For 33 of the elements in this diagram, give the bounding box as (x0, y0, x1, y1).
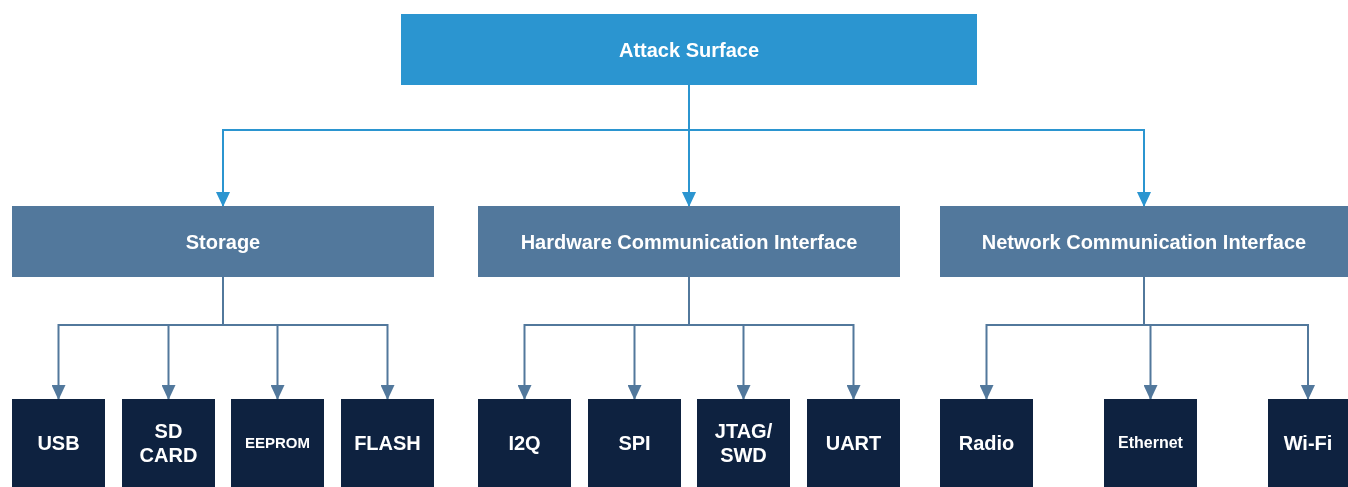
arrow (688, 276, 861, 400)
arrow (222, 276, 395, 400)
item-box (478, 399, 571, 487)
node-label: Wi-Fi (1283, 431, 1333, 455)
node-label: Attack Surface (618, 37, 760, 62)
node-label: FLASH (354, 431, 421, 455)
category-box (12, 206, 434, 277)
item-box (12, 399, 105, 487)
node-label: EEPROM (245, 434, 310, 452)
node-label: USB (37, 431, 80, 455)
root-box (401, 14, 977, 85)
category-box (478, 206, 900, 277)
node-label: UART (825, 431, 882, 455)
item-box (940, 399, 1033, 487)
node-label: Ethernet (1118, 433, 1183, 453)
node-label: Network Communication Interface (981, 229, 1307, 254)
item-box (807, 399, 900, 487)
item-box (697, 399, 790, 487)
node-label: Hardware Communication Interface (520, 229, 858, 254)
item-box (1104, 399, 1197, 487)
node-label: SD CARD (138, 419, 199, 467)
node-label: SPI (618, 431, 651, 455)
node-label: Radio (958, 431, 1015, 455)
item-box (1268, 399, 1348, 487)
node-label: JTAG/SWD (713, 419, 774, 467)
category-box (940, 206, 1348, 277)
arrow (1143, 276, 1315, 400)
node-label: I2Q (508, 431, 541, 455)
node-label: Storage (185, 229, 261, 254)
item-box (588, 399, 681, 487)
item-box (341, 399, 434, 487)
item-box (231, 399, 324, 487)
item-box (122, 399, 215, 487)
